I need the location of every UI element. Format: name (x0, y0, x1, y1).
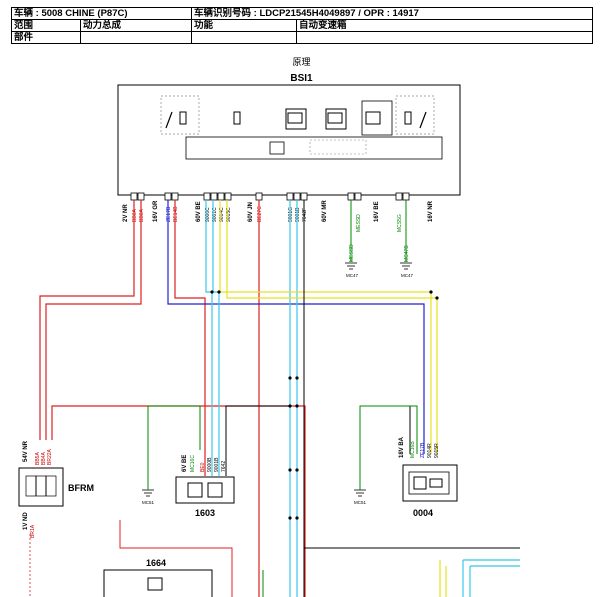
bsi-conn-label-1: 16V GR (153, 200, 159, 222)
c0004-pin-3: 9015R (434, 443, 440, 458)
relay-left (160, 95, 200, 135)
bsi-pins (130, 192, 410, 201)
c1664-box (103, 569, 213, 597)
c1603-pin-1: BE0 (200, 462, 206, 472)
bsi-module-bar (185, 136, 443, 160)
pin-label-10: 9001B (295, 207, 301, 222)
part-label-cell: 部件 (11, 31, 81, 44)
bfrm-pin-1: BB4A (41, 452, 47, 465)
pin-label-0: BB0A (132, 209, 138, 222)
ground-label-1: MC47 (401, 273, 414, 278)
bfrm-conn-bottom: 1V ND (23, 512, 29, 530)
pin-label-5: 9001C (212, 207, 218, 222)
bsi-title: BSI1 (290, 73, 313, 84)
ground-label-0: MC47 (346, 273, 359, 278)
bsi-conn-label-2: 60V BE (196, 201, 202, 222)
ground-label-3: MC51 (354, 500, 367, 505)
bfrm-box (18, 467, 64, 507)
bfrm-conn-top: 54V NR (23, 440, 29, 462)
pin-label-2: ZE17B (166, 206, 172, 222)
bsi-conn-label-6: 16V NR (428, 200, 434, 222)
pin-label-8: BE27C (257, 206, 263, 222)
pin-label-3: BE14B (173, 206, 179, 222)
c0004-conn: 18V BA (399, 436, 405, 458)
header-table: 车辆 : 5008 CHINE (P87C) 车辆识别号码 : LDCP2154… (11, 7, 593, 44)
ground-label-2: MC51 (142, 500, 155, 505)
module-icon-1 (285, 108, 307, 130)
pin-label-9: 9001G (288, 207, 294, 222)
bsi-conn-label-5: 16V BE (374, 201, 380, 222)
c0004-label: 0004 (413, 508, 433, 518)
c0004-pin-0: MC16B (410, 441, 416, 458)
c0004-pin-1: ZE17B (420, 442, 426, 458)
c1603-label: 1603 (195, 508, 215, 518)
relay-right (395, 95, 435, 135)
c1603-conn: 6V BE (182, 455, 188, 472)
c1603-pin-3: 9001B (214, 457, 220, 472)
pin-label-14: MCS5G (397, 214, 403, 232)
c1603-pin-2: 9000B (207, 457, 213, 472)
module-icon-3 (361, 100, 393, 136)
module-icon-2 (325, 108, 347, 130)
c1603-pin-4: 7642 (221, 461, 227, 472)
pin-label-6: 9014C (219, 207, 225, 222)
c1664-label: 1664 (146, 558, 166, 568)
blank-cell-2 (296, 31, 593, 44)
pin-label-11: 7642F (302, 208, 308, 222)
c1603-pin-0: MC16C (190, 455, 196, 472)
bsi-box (117, 84, 461, 196)
pin-label-13: MESSD (356, 214, 362, 232)
bfrm-label: BFRM (68, 483, 94, 493)
bsi-conn-label-0: 2V NR (123, 204, 129, 222)
section-title: 原理 (292, 57, 311, 67)
pin-label-12: MESSD (349, 244, 355, 262)
pin-label-4: 9000C (205, 207, 211, 222)
bfrm-pin-0: BB5A (35, 452, 41, 465)
bfrm-pin-2: BR22A (47, 448, 53, 465)
pin-label-7: 9015C (226, 207, 232, 222)
bsi-conn-label-3: 60V JN (248, 202, 254, 222)
pin-label-1: BB0A (139, 209, 145, 222)
c0004-box (402, 464, 458, 502)
bfrm-pin-bottom: BR1A (30, 524, 36, 538)
bsi-conn-label-4: 60V MR (322, 200, 328, 222)
c0004-pin-2: 9014R (427, 443, 433, 458)
c1603-box (175, 476, 235, 504)
pin-label-15: MC47B (404, 245, 410, 262)
bsi-chip-icon (269, 141, 285, 155)
